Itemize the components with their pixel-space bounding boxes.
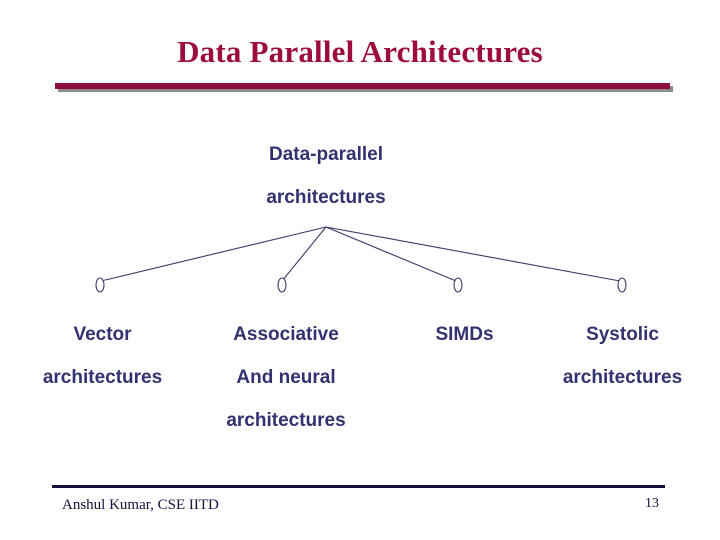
footer-divider xyxy=(52,485,665,488)
tree-node-root: Data-parallel architectures xyxy=(176,133,476,219)
tree-node-systolic: Systolic architectures xyxy=(530,313,715,399)
tree-node-associative-line2: And neural xyxy=(236,367,336,388)
connector-line-2 xyxy=(325,226,457,282)
page-title: Data Parallel Architectures xyxy=(177,34,543,69)
connector-endpoint-0 xyxy=(95,277,105,293)
tree-node-associative-line1: Associative xyxy=(233,324,339,345)
tree-node-associative: Associative And neural architectures xyxy=(190,313,382,442)
connector-endpoint-2 xyxy=(453,277,463,293)
title-divider-bar xyxy=(55,83,670,89)
title-divider xyxy=(55,83,673,92)
page-number: 13 xyxy=(645,496,659,511)
tree-node-simds: SIMDs xyxy=(392,313,537,356)
tree-node-vector: Vector architectures xyxy=(10,313,195,399)
title-divider-shadow xyxy=(58,86,673,92)
connector-line-1 xyxy=(281,226,327,282)
tree-node-vector-line1: Vector xyxy=(73,324,132,345)
tree-node-root-line2: architectures xyxy=(266,187,386,208)
tree-connector-lines xyxy=(95,226,627,293)
tree-node-simds-line1: SIMDs xyxy=(435,324,494,345)
tree-node-systolic-line2: architectures xyxy=(562,367,683,388)
footer-author: Anshul Kumar, CSE IITD xyxy=(62,497,219,513)
tree-node-root-line1: Data-parallel xyxy=(268,144,384,165)
connector-endpoint-1 xyxy=(277,277,287,293)
tree-node-associative-line3: architectures xyxy=(226,410,346,431)
connector-line-0 xyxy=(100,226,327,282)
connector-endpoint-3 xyxy=(617,277,627,293)
data-parallel-architecture-tree: Data-parallel architectures Vector archi… xyxy=(10,133,715,442)
tree-node-vector-line2: architectures xyxy=(42,367,163,388)
tree-node-systolic-line1: Systolic xyxy=(586,324,659,345)
connector-line-3 xyxy=(325,226,621,282)
